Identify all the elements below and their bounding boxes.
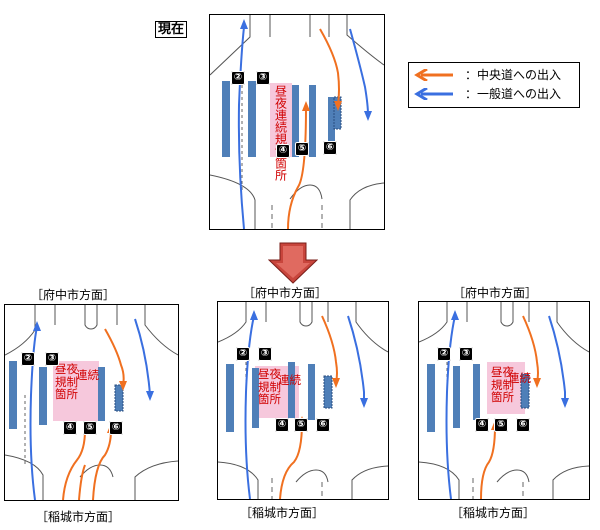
badge-4: ④ — [63, 421, 77, 435]
barrier — [427, 364, 435, 432]
barrier — [252, 368, 259, 428]
restriction-zone-label: 昼夜規制箇所 — [258, 367, 281, 406]
restriction-zone — [270, 83, 292, 157]
blue-route — [237, 26, 245, 229]
barrier-short — [520, 373, 530, 409]
badge-6: ⑥ — [323, 141, 337, 155]
badge-4: ④ — [275, 418, 289, 432]
orange-route — [319, 28, 340, 106]
barrier — [308, 364, 315, 420]
restriction-zone-label-2: 連続 — [278, 373, 301, 387]
blue-route — [347, 315, 365, 402]
badge-3: ③ — [258, 347, 272, 361]
barrier — [98, 367, 105, 421]
proposal-panel-mid: 昼夜規制箇所 連続 ② ③ ④ ⑤ ⑥ — [217, 301, 389, 500]
transition-down-arrow-icon — [268, 242, 318, 284]
restriction-zone-label: 昼夜規制箇所 — [55, 362, 78, 401]
barrier-short — [114, 384, 124, 412]
barrier — [248, 81, 256, 157]
proposal-panel-right: 昼夜規制箇所 連続 ② ③ ④ ⑤ ⑥ — [418, 301, 590, 500]
direction-inagi-mid: ［稲城市方面］ — [240, 506, 325, 520]
badge-6: ⑥ — [316, 418, 330, 432]
barrier-short — [333, 96, 342, 130]
orange-route — [62, 429, 86, 500]
badge-3: ③ — [459, 347, 473, 361]
blue-route — [349, 28, 369, 116]
legend-blue-label: ：一般道への出入 — [465, 87, 562, 101]
orange-route — [522, 315, 539, 383]
badge-5: ⑤ — [295, 142, 309, 156]
barrier — [453, 366, 460, 428]
badge-5: ⑤ — [83, 421, 97, 435]
blue-route — [29, 326, 38, 500]
barrier — [39, 367, 47, 425]
proposal-panel-left: 昼夜規制箇所 連続 ② ③ ④ ⑤ ⑥ — [4, 304, 179, 501]
legend-orange-label: ：中央道への出入 — [465, 68, 562, 82]
current-label: 現在 — [155, 21, 188, 38]
restriction-zone-label: 昼夜規制箇所 — [491, 365, 514, 404]
orange-arrow-icon — [414, 69, 453, 81]
barrier — [9, 361, 17, 429]
badge-2: ② — [236, 347, 250, 361]
orange-route — [480, 425, 496, 499]
blue-route — [244, 315, 255, 499]
badge-2: ② — [21, 352, 35, 366]
restriction-zone-label-2: 連続 — [508, 371, 531, 385]
badge-4: ④ — [475, 418, 489, 432]
direction-inagi-right: ［稲城市方面］ — [451, 506, 536, 520]
badge-2: ② — [437, 347, 451, 361]
badge-5: ⑤ — [494, 418, 508, 432]
legend: ：中央道への出入 ：一般道への出入 — [408, 62, 580, 108]
blue-route — [134, 318, 151, 396]
restriction-zone — [53, 361, 99, 421]
barrier — [328, 97, 335, 155]
badge-6: ⑥ — [516, 418, 530, 432]
proposal-diagram-mid — [218, 302, 388, 499]
barrier — [222, 81, 230, 157]
badge-6: ⑥ — [109, 421, 123, 435]
orange-route — [279, 421, 303, 499]
current-diagram — [210, 15, 384, 229]
direction-fuchu-right: ［府中市方面］ — [453, 286, 538, 300]
blue-route — [548, 315, 566, 402]
badge-2: ② — [231, 71, 245, 85]
barrier — [309, 85, 316, 157]
barrier-short — [323, 375, 333, 409]
orange-route — [104, 328, 125, 386]
restriction-zone-label: 昼夜連続規制箇所 — [273, 85, 288, 181]
direction-fuchu-left: ［府中市方面］ — [31, 288, 116, 302]
proposal-diagram-right — [419, 302, 589, 499]
orange-route — [287, 106, 307, 229]
orange-route — [92, 429, 112, 500]
proposal-diagram-left — [5, 305, 178, 500]
restriction-zone — [487, 362, 525, 414]
barrier — [288, 362, 295, 418]
blue-arrow-icon — [414, 88, 453, 100]
current-panel: 昼夜連続規制箇所 ② ③ ④ ⑤ ⑥ — [209, 14, 385, 230]
orange-route — [321, 315, 338, 383]
badge-3: ③ — [45, 352, 59, 366]
barrier — [473, 364, 480, 420]
blue-route — [445, 315, 456, 499]
badge-5: ⑤ — [294, 418, 308, 432]
barrier — [226, 364, 234, 432]
restriction-zone-label-2: 連続 — [76, 368, 99, 382]
direction-inagi-left: ［稲城市方面］ — [36, 510, 121, 524]
direction-fuchu-mid: ［府中市方面］ — [243, 286, 328, 300]
badge-3: ③ — [256, 71, 270, 85]
badge-4: ④ — [276, 144, 290, 158]
barrier — [292, 85, 299, 157]
